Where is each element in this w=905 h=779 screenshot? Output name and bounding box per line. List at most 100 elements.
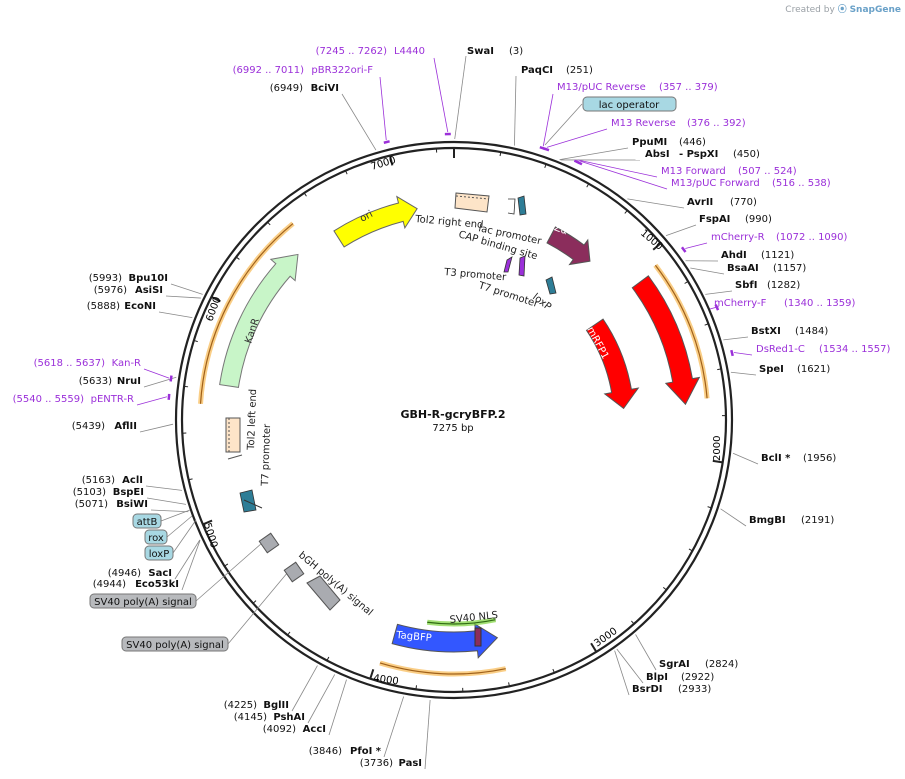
- primer-pbr322ori-f[interactable]: pBR322ori-F: [311, 65, 373, 76]
- enzyme-pfoi-pos: (3846): [309, 746, 342, 757]
- enzyme-absi[interactable]: AbsI: [645, 149, 670, 160]
- enzyme-pasi[interactable]: PasI: [399, 758, 422, 769]
- sv40-polya-tag-1[interactable]: [89, 593, 197, 609]
- tol2-right-end-box[interactable]: [454, 192, 490, 213]
- site-connector: [454, 55, 467, 140]
- tick-mark: [303, 192, 307, 197]
- ori-feature-arrow[interactable]: [333, 195, 418, 248]
- primer-mark[interactable]: [169, 375, 173, 382]
- primer-m13-puc-forward[interactable]: M13/pUC Forward: [671, 178, 760, 189]
- primer-mcherry-r[interactable]: mCherry-R: [711, 232, 765, 243]
- enzyme-fspai[interactable]: FspAI: [699, 214, 730, 225]
- tag-connector: [172, 519, 197, 554]
- enzyme-nrui[interactable]: NruI: [117, 376, 141, 387]
- enzyme-bstxi[interactable]: BstXI: [751, 326, 781, 337]
- site-connector: [383, 696, 405, 758]
- loxp-marker-top[interactable]: [545, 276, 557, 295]
- cap-binding-site-marker[interactable]: [517, 195, 527, 216]
- tick-mark: [707, 506, 712, 509]
- sv40-nls-marker[interactable]: [474, 627, 482, 647]
- orf-guide-green-core: [427, 619, 496, 625]
- enzyme-acci[interactable]: AccI: [303, 724, 326, 735]
- t7-promoter-marker[interactable]: [518, 255, 526, 277]
- primer-dsred1-c[interactable]: DsRed1-C: [756, 344, 805, 355]
- primer-connector: [379, 76, 387, 141]
- mrfp1-feature-arrow-outer[interactable]: [631, 275, 701, 406]
- position-ticks: [182, 148, 726, 692]
- enzyme-pshai[interactable]: PshAI: [273, 712, 305, 723]
- primer-kan-r[interactable]: Kan-R: [112, 358, 141, 369]
- primer-m13-puc-reverse[interactable]: M13/pUC Reverse: [557, 82, 646, 93]
- primer-mark[interactable]: [680, 246, 687, 253]
- enzyme-avrii[interactable]: AvrII: [687, 197, 713, 208]
- lac-operator-tag[interactable]: [582, 96, 677, 112]
- enzyme-econi-pos: (5888): [87, 301, 120, 312]
- enzyme-pfoi[interactable]: PfoI *: [350, 746, 382, 757]
- enzyme-bpu10i[interactable]: Bpu10I: [128, 273, 168, 284]
- enzyme-ahdi[interactable]: AhdI: [721, 250, 747, 261]
- primer-mark[interactable]: [576, 160, 583, 166]
- enzyme-bsaai[interactable]: BsaAI: [727, 263, 759, 274]
- enzyme-econi[interactable]: EcoNI: [124, 301, 156, 312]
- primer-connector: [542, 93, 554, 147]
- site-connector: [616, 648, 644, 684]
- enzyme-sbfi[interactable]: SbfI: [735, 280, 757, 291]
- enzyme-sgrai[interactable]: SgrAI: [659, 659, 690, 670]
- enzyme-bmgbi-pos: (2191): [801, 515, 834, 526]
- tick-mark: [552, 668, 555, 673]
- bgh-polya-box[interactable]: [306, 575, 341, 611]
- tick-mark: [415, 685, 418, 690]
- attb-marker[interactable]: [239, 489, 257, 513]
- tick-mark: [345, 170, 348, 175]
- primer-l4440[interactable]: L4440: [394, 46, 425, 57]
- enzyme-aflii[interactable]: AflII: [114, 421, 137, 432]
- primer-m13-forward[interactable]: M13 Forward: [661, 166, 726, 177]
- enzyme-bmgbi[interactable]: BmgBI: [749, 515, 786, 526]
- site-connector: [165, 295, 201, 299]
- lac-promoter-marker[interactable]: [507, 198, 516, 215]
- loxp-tag[interactable]: [144, 545, 174, 561]
- enzyme-pspxi[interactable]: - PspXI: [679, 149, 718, 160]
- primer-m13-reverse[interactable]: M13 Reverse: [611, 118, 676, 129]
- enzyme-bcli[interactable]: BclI *: [761, 453, 791, 464]
- tol2-left-end-box[interactable]: [225, 417, 241, 453]
- enzyme-asisi[interactable]: AsiSI: [135, 285, 163, 296]
- enzyme-acli[interactable]: AclI: [122, 475, 143, 486]
- lacz-alpha-feature-arrow[interactable]: [546, 226, 591, 266]
- sv40-polya-tag-2[interactable]: [121, 636, 229, 652]
- enzyme-swai[interactable]: SwaI: [467, 46, 494, 57]
- primer-mark[interactable]: [383, 140, 390, 144]
- tick-label-4000: 4000: [373, 673, 400, 687]
- t3-promoter-marker[interactable]: [503, 256, 513, 273]
- primer-mcherry-f-pos: (1340 .. 1359): [784, 298, 856, 309]
- sv40-polya-box-2[interactable]: [283, 561, 305, 583]
- enzyme-bsrdi[interactable]: BsrDI: [632, 684, 663, 695]
- enzyme-bsiwi[interactable]: BsiWI: [116, 499, 148, 510]
- primer-mark[interactable]: [730, 349, 734, 357]
- mrfp1-feature-arrow-inner[interactable]: [585, 318, 640, 410]
- tick-mark: [652, 242, 662, 251]
- loxp-top-label: loxP: [530, 292, 553, 313]
- enzyme-bcivi[interactable]: BciVI: [311, 83, 339, 94]
- rox-tag[interactable]: [144, 529, 168, 545]
- primer-mcherry-f[interactable]: mCherry-F: [714, 298, 767, 309]
- enzyme-spei[interactable]: SpeI: [759, 364, 784, 375]
- attb-tag[interactable]: [132, 513, 162, 529]
- primer-mark[interactable]: [542, 147, 550, 152]
- enzyme-eco53ki[interactable]: Eco53kI: [135, 579, 179, 590]
- site-connector: [627, 198, 685, 209]
- primer-kan-r-pos: (5618 .. 5637): [34, 358, 106, 369]
- tol2-left-tick: [227, 454, 243, 460]
- enzyme-bglii[interactable]: BglII: [263, 700, 289, 711]
- enzyme-blpi[interactable]: BlpI: [646, 672, 668, 683]
- enzyme-bcivi-pos: (6949): [270, 83, 303, 94]
- kanr-feature-arrow[interactable]: [219, 253, 299, 388]
- sv40-polya-box-1[interactable]: [258, 532, 280, 554]
- primer-pentr-r[interactable]: pENTR-R: [91, 394, 134, 405]
- boxed-feature-labels: lac operator attB rox loxP SV40 poly(A) …: [89, 96, 677, 652]
- enzyme-bspei[interactable]: BspEI: [113, 487, 144, 498]
- enzyme-ppumi[interactable]: PpuMI: [632, 137, 667, 148]
- enzyme-saci[interactable]: SacI: [148, 568, 172, 579]
- enzyme-bsaai-pos: (1157): [773, 263, 806, 274]
- enzyme-paqci[interactable]: PaqCI: [521, 65, 553, 76]
